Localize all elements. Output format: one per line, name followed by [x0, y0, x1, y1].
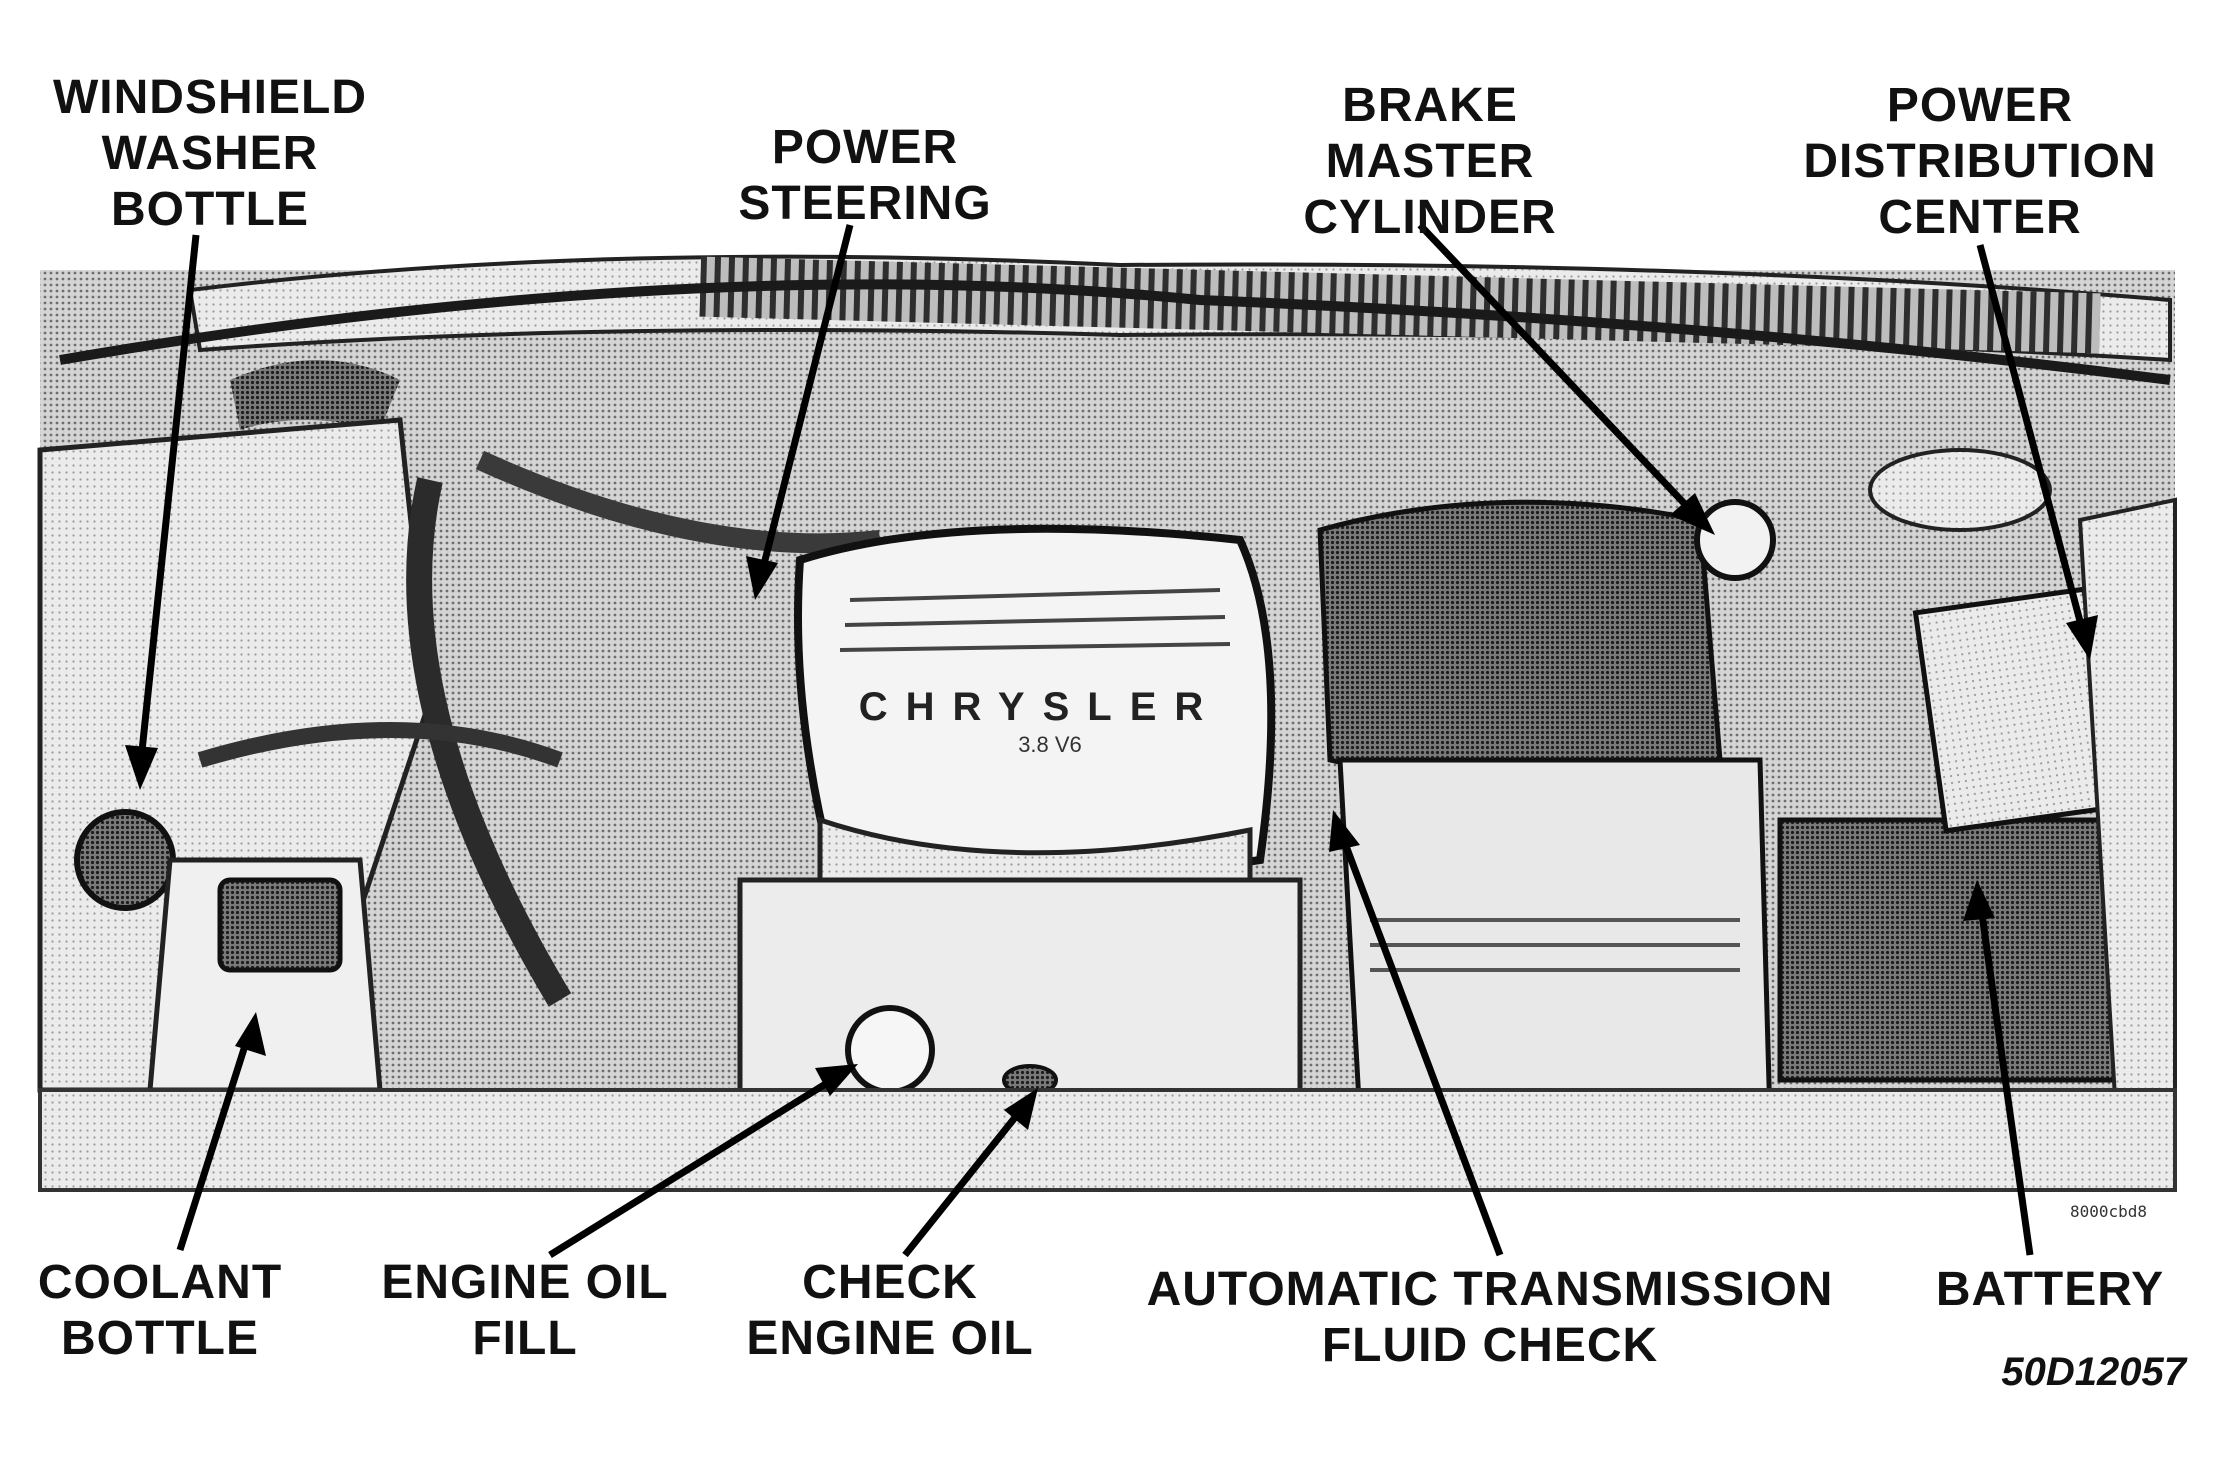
label-line: POWER	[1886, 79, 2074, 132]
label-line: WASHER	[101, 127, 319, 180]
label-line: MASTER	[1325, 135, 1535, 188]
strut-tower-right	[1868, 448, 2052, 532]
oil-fill-cap	[845, 1005, 935, 1095]
label-coolant-bottle: COOLANT BOTTLE	[20, 1255, 300, 1367]
transaxle-housing	[1337, 757, 1773, 1123]
label-check-engine-oil: CHECK ENGINE OIL	[730, 1255, 1050, 1367]
arrowhead-check-oil	[1004, 1088, 1038, 1130]
arrowhead-steering	[746, 556, 778, 600]
arrowhead-washer	[125, 745, 158, 790]
leader-brake	[1417, 222, 1703, 523]
hose-2	[475, 450, 882, 554]
engine-sub-badge-text: 3.8 V6	[1018, 732, 1082, 757]
leader-oil-fill	[548, 1072, 842, 1258]
leader-atf	[1336, 828, 1504, 1257]
strut-tower-left	[230, 360, 400, 430]
arrowhead-atf	[1329, 810, 1360, 852]
arrowhead-battery	[1963, 880, 1995, 921]
label-line: STEERING	[738, 177, 992, 230]
leader-steering	[756, 224, 854, 581]
label-engine-oil-fill: ENGINE OIL FILL	[360, 1255, 690, 1367]
label-brake-master-cylinder: BRAKE MASTER CYLINDER	[1270, 78, 1590, 246]
label-line: WINDSHIELD	[53, 71, 367, 124]
label-automatic-transmission-fluid-check: AUTOMATIC TRANSMISSION FLUID CHECK	[1100, 1262, 1880, 1374]
figure-code: 50D12057	[2001, 1350, 2186, 1394]
radiator-support	[38, 1088, 2177, 1192]
washer-cap	[74, 809, 176, 911]
coolant-cap	[217, 877, 343, 973]
label-line: FLUID CHECK	[1321, 1319, 1659, 1372]
engine-badge-text: CHRYSLER	[859, 685, 1222, 729]
hose-3	[197, 722, 563, 768]
label-line: DISTRIBUTION	[1803, 135, 2157, 188]
leader-lines	[136, 222, 2089, 1258]
arrowhead-brake	[1670, 493, 1715, 535]
battery-body	[1777, 817, 2123, 1083]
label-line: COOLANT	[37, 1256, 283, 1309]
engine-cover-ribs	[839, 588, 1231, 652]
label-line: CHECK	[802, 1256, 978, 1309]
label-line: BATTERY	[1935, 1263, 2165, 1316]
brake-booster	[1317, 499, 1723, 783]
label-line: BOTTLE	[111, 183, 309, 236]
leader-coolant	[176, 1028, 254, 1252]
label-battery: BATTERY	[1910, 1262, 2190, 1318]
label-line: CYLINDER	[1303, 191, 1557, 244]
label-line: AUTOMATIC TRANSMISSION	[1146, 1263, 1834, 1316]
label-line: POWER	[771, 121, 959, 174]
label-power-distribution-center: POWER DISTRIBUTION CENTER	[1780, 78, 2180, 246]
arrowhead-oil-fill	[815, 1064, 858, 1096]
label-line: CENTER	[1878, 191, 2082, 244]
label-line: BOTTLE	[61, 1312, 259, 1365]
brake-reservoir-cap	[1694, 499, 1776, 581]
label-line: ENGINE OIL	[746, 1312, 1034, 1365]
hose-1	[406, 477, 572, 1007]
label-power-steering: POWER STEERING	[710, 120, 1020, 232]
hood-edge	[59, 279, 2171, 385]
label-line: BRAKE	[1342, 79, 1518, 132]
label-line: FILL	[472, 1312, 578, 1365]
arrowhead-pdc	[2066, 615, 2098, 660]
small-drawing-code: 8000cbd8	[2070, 1202, 2148, 1221]
label-windshield-washer-bottle: WINDSHIELD WASHER BOTTLE	[30, 70, 390, 238]
arrowhead-coolant	[235, 1012, 266, 1056]
transaxle-ribs	[1370, 918, 1740, 972]
leader-washer	[136, 234, 200, 771]
leader-check-oil	[902, 1102, 1028, 1258]
leader-battery	[1976, 899, 2034, 1256]
arrowheads	[125, 493, 2098, 1130]
leader-pdc	[1976, 244, 2089, 641]
label-line: ENGINE OIL	[381, 1256, 669, 1309]
